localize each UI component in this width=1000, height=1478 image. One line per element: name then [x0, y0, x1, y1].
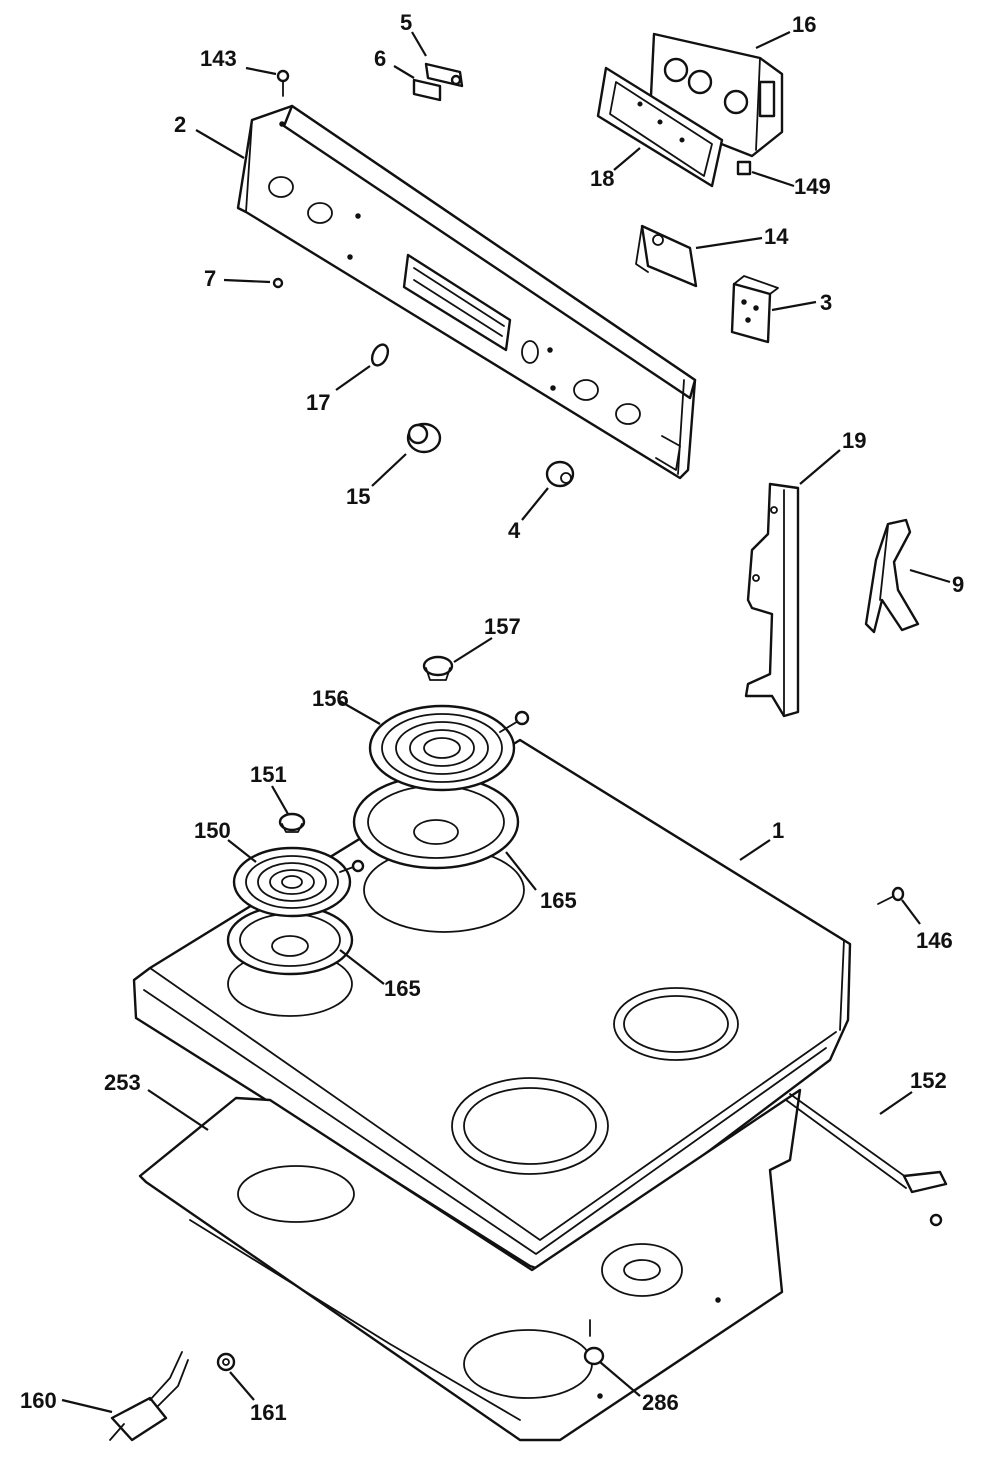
callout-161: 161 [250, 1400, 287, 1425]
receptacle-clip-157 [422, 655, 454, 681]
side-bracket-19 [744, 482, 800, 718]
callout-19: 19 [842, 428, 866, 453]
callout-15: 15 [346, 484, 370, 509]
callout-156: 156 [312, 686, 349, 711]
callout-253: 253 [104, 1070, 141, 1095]
callout-152: 152 [910, 1068, 947, 1093]
clock-glass-18 [596, 66, 724, 188]
part-6-clip [412, 78, 442, 102]
knob-15 [406, 422, 442, 454]
callout-160: 160 [20, 1388, 57, 1413]
part-3-receptacle [730, 275, 779, 344]
callout-165-large: 165 [540, 888, 577, 913]
callout-3: 3 [820, 290, 832, 315]
callout-151: 151 [250, 762, 287, 787]
callout-5: 5 [400, 10, 412, 35]
callout-1: 1 [772, 818, 784, 843]
screw-143 [276, 69, 290, 97]
surface-unit-156-large [368, 704, 530, 792]
clip-161 [216, 1352, 236, 1372]
callout-9: 9 [952, 572, 964, 597]
callout-16: 16 [792, 12, 816, 37]
callout-149: 149 [794, 174, 831, 199]
hinge-bracket-9 [864, 518, 920, 634]
callout-165-small: 165 [384, 976, 421, 1001]
terminal-block-160 [109, 1351, 189, 1442]
screw-146 [877, 886, 905, 905]
part-149-clip [736, 160, 752, 176]
leader-lines [61, 31, 951, 1414]
backsplash-control-panel [236, 104, 697, 480]
callout-286: 286 [642, 1390, 679, 1415]
callout-14: 14 [764, 224, 789, 249]
surface-unit-150-small [232, 846, 365, 918]
knob-4 [545, 460, 575, 488]
burner-box-253 [138, 1088, 802, 1442]
screw-286 [583, 1319, 605, 1366]
callout-labels: 143 5 6 16 2 18 149 14 7 3 17 15 4 19 9 … [20, 10, 964, 1425]
part-5-terminal [424, 62, 464, 88]
callout-146: 146 [916, 928, 953, 953]
callout-2: 2 [174, 112, 186, 137]
receptacle-clip-151 [278, 812, 306, 833]
callout-6: 6 [374, 46, 386, 71]
callout-18: 18 [590, 166, 614, 191]
part-14-switch [635, 224, 698, 288]
support-rod-152 [785, 1093, 948, 1227]
callout-143: 143 [200, 46, 237, 71]
callout-157: 157 [484, 614, 521, 639]
callout-4: 4 [508, 518, 521, 543]
screw-7 [272, 277, 284, 289]
callout-17: 17 [306, 390, 330, 415]
callout-7: 7 [204, 266, 216, 291]
callout-150: 150 [194, 818, 231, 843]
lamp-17 [370, 343, 390, 367]
